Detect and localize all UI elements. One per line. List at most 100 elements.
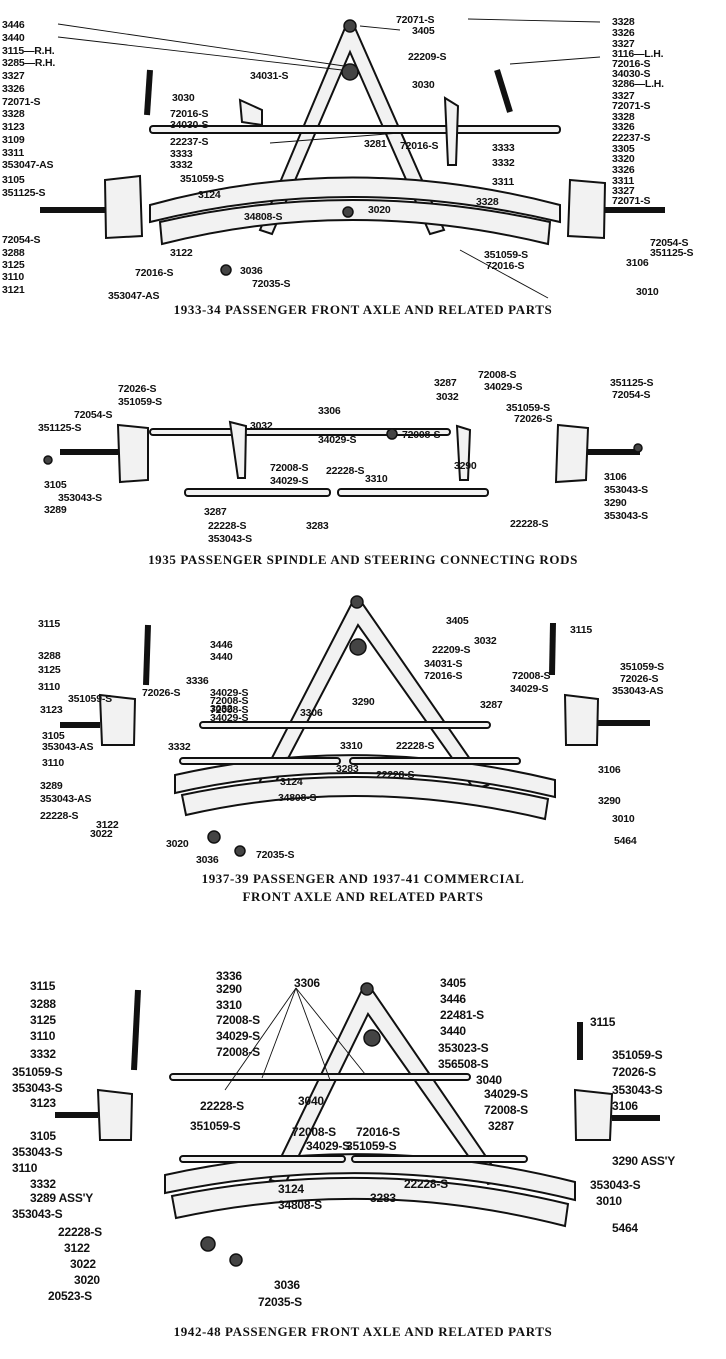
part-number-label: 3328	[2, 108, 25, 120]
part-number-label: 3122	[96, 819, 119, 831]
part-number-label: 3446	[210, 639, 233, 651]
part-number-label: 353047-AS	[2, 159, 54, 171]
part-number-label: 72016-S	[170, 108, 209, 120]
part-number-label: 3290	[352, 696, 375, 708]
part-number-label: 351125-S	[650, 247, 694, 259]
part-number-label: 3106	[612, 1099, 638, 1113]
part-number-label: 3020	[74, 1273, 100, 1287]
part-number-label: 353043-AS	[40, 793, 92, 805]
part-number-label: 3327	[612, 38, 635, 50]
part-number-label: 353043-S	[12, 1081, 63, 1095]
part-number-label: 3446	[440, 992, 466, 1006]
part-number-label: 3290 ASS'Y	[612, 1154, 676, 1168]
part-number-label: 3288	[2, 247, 25, 259]
part-number-label: 3328	[612, 16, 635, 28]
part-number-label: 22228-S	[208, 520, 247, 532]
part-number-label: 72008-S	[512, 670, 551, 682]
part-number-label: 3040	[476, 1073, 502, 1087]
part-number-label: 72008-S	[216, 1045, 260, 1059]
part-number-label: 3020	[166, 838, 189, 850]
part-number-label: 3115	[590, 1015, 616, 1029]
diagram-panel-1933-34: 1933-34 PASSENGER FRONT AXLE AND RELATED…	[0, 0, 726, 330]
part-number-label: 3288	[30, 997, 56, 1011]
part-number-label: 3336	[186, 675, 209, 687]
part-number-label: 3283	[306, 520, 329, 532]
part-number-label: 22228-S	[510, 518, 549, 530]
part-number-label: 3332	[168, 741, 191, 753]
part-number-label: 3105	[44, 479, 67, 491]
part-number-label: 3124	[198, 189, 221, 201]
part-number-label: 3125	[2, 259, 25, 271]
part-number-label: 3030	[172, 92, 195, 104]
part-number-label: 351125-S	[38, 422, 82, 434]
part-number-label: 351059-S	[612, 1048, 663, 1062]
part-number-label: 3327	[2, 70, 25, 82]
part-number-label: 3115	[30, 979, 56, 993]
part-number-label: 72054-S	[2, 234, 41, 246]
part-number-label: 3010	[596, 1194, 622, 1208]
part-number-label: 3110	[38, 681, 60, 693]
part-number-label: 3287	[480, 699, 503, 711]
part-number-label: 351059-S	[12, 1065, 63, 1079]
part-number-label: 3106	[626, 257, 649, 269]
part-number-label: 3290	[598, 795, 621, 807]
part-number-label: 3125	[30, 1013, 56, 1027]
caption-1933-34: 1933-34 PASSENGER FRONT AXLE AND RELATED…	[173, 302, 553, 317]
part-number-label: 34029-S	[270, 475, 309, 487]
part-number-label: 72035-S	[258, 1295, 302, 1309]
part-number-label: 353047-AS	[108, 290, 160, 302]
part-number-label: 3326	[2, 83, 25, 95]
part-number-label: 3289	[44, 504, 67, 516]
part-number-label: 3288	[38, 650, 61, 662]
diagram-panel-1942-48: 1942-48 PASSENGER FRONT AXLE AND RELATED…	[0, 960, 726, 1359]
part-number-label: 3010	[612, 813, 635, 825]
caption-1935: 1935 PASSENGER SPINDLE AND STEERING CONN…	[148, 552, 578, 567]
part-number-label: 3332	[30, 1177, 56, 1191]
part-number-label: 3289 ASS'Y	[30, 1191, 94, 1205]
part-number-label: 3022	[90, 828, 113, 840]
part-number-label: 353043-S	[612, 1083, 663, 1097]
part-number-label: 22228-S	[404, 1177, 448, 1191]
part-number-label: 351125-S	[610, 377, 654, 389]
part-number-label: 3036	[196, 854, 219, 866]
part-number-label: 353043-S	[58, 492, 102, 504]
part-number-label: 3290	[454, 460, 477, 472]
part-number-label: 3123	[2, 121, 25, 133]
part-number-label: 3032	[436, 391, 459, 403]
part-number-label: 3336	[216, 969, 242, 983]
part-number-label: 3122	[170, 247, 193, 259]
part-number-label: 3115	[38, 618, 60, 630]
part-number-label: 353043-S	[12, 1145, 63, 1159]
part-number-label: 72008-S	[270, 462, 309, 474]
part-number-label: 34029-S	[484, 381, 523, 393]
part-number-label: 72054-S	[74, 409, 113, 421]
part-number-label: 3287	[434, 377, 457, 389]
part-number-label: 3040	[298, 1094, 324, 1108]
part-number-label: 353043-S	[604, 510, 648, 522]
part-number-label: 3032	[474, 635, 497, 647]
part-number-label: 3105	[42, 730, 65, 742]
part-number-label: 34808-S	[278, 792, 317, 804]
part-number-label: 72016-S	[135, 267, 174, 279]
part-number-label: 72071-S	[612, 100, 651, 112]
part-number-label: 72071-S	[2, 96, 41, 108]
part-number-label: 34030-S	[612, 68, 651, 80]
part-number-label: 3115—R.H.	[2, 45, 55, 57]
part-number-label: 3124	[280, 776, 303, 788]
part-number-label: 72016-S	[424, 670, 463, 682]
part-number-label: 72035-S	[252, 278, 291, 290]
spindle-steering-drawing-1935	[43, 420, 643, 497]
part-number-label: 34029-S	[484, 1087, 528, 1101]
part-number-label: 22237-S	[612, 132, 651, 144]
diagram-panel-1935: 1935 PASSENGER SPINDLE AND STEERING CONN…	[0, 330, 726, 575]
part-number-label: 72008-S	[478, 369, 517, 381]
part-number-label: 72008-S	[484, 1103, 528, 1117]
part-number-label: 3036	[240, 265, 263, 277]
part-number-label: 72026-S	[142, 687, 181, 699]
part-number-label: 3310	[216, 998, 242, 1012]
part-number-label: 3405	[412, 25, 435, 37]
part-number-label: 351059-S	[190, 1119, 241, 1133]
part-number-label: 3311	[612, 175, 634, 187]
part-number-label: 5464	[612, 1221, 638, 1235]
part-number-label: 356508-S	[438, 1057, 489, 1071]
